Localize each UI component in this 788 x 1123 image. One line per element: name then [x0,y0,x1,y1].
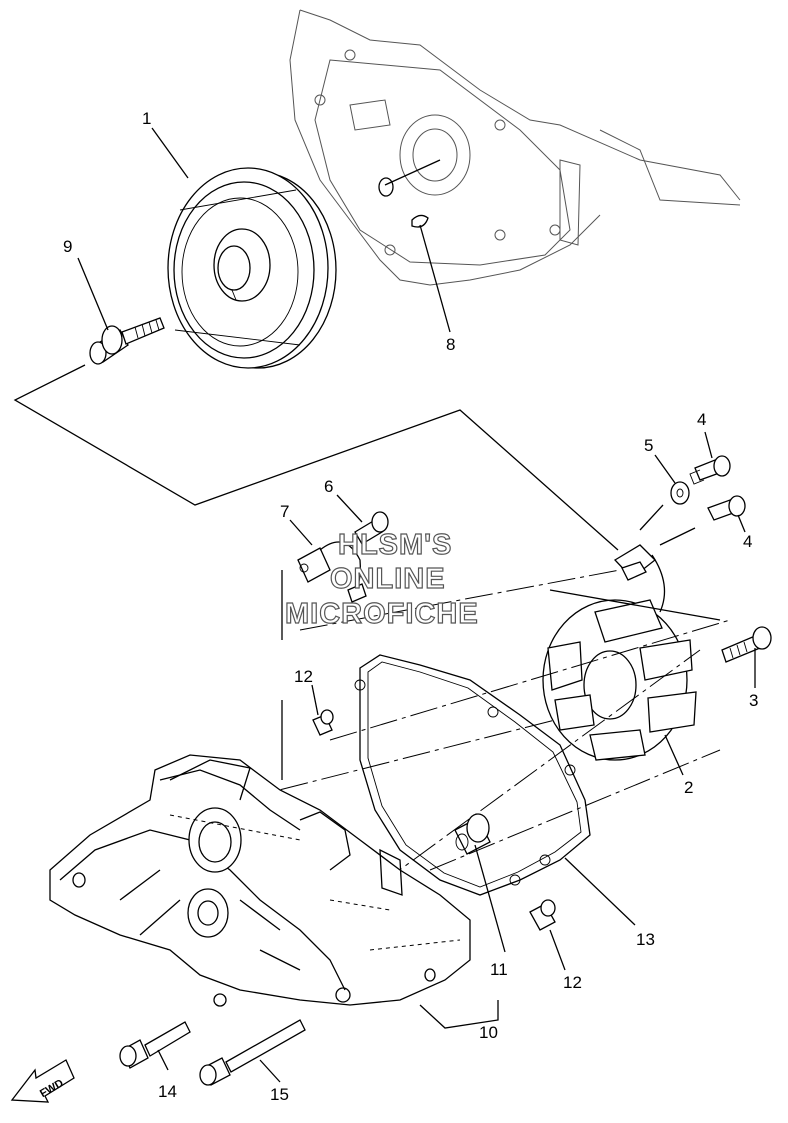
pickup-coil-7 [297,541,367,603]
callout-13: 13 [636,930,655,949]
callout-3: 3 [749,691,758,710]
callout-4-lower: 4 [743,532,752,551]
stator-connector [613,544,666,613]
stator-bolt-3 [721,626,772,663]
dowel-pin-upper [312,709,334,736]
bolt-4-lower [707,495,746,521]
callout-7: 7 [280,502,289,521]
callout-2: 2 [684,778,693,797]
watermark-line-2: ONLINE [330,563,446,595]
callout-1: 1 [142,109,151,128]
callout-15: 15 [270,1085,289,1104]
callout-numbers: 1 9 8 4 5 4 6 7 12 3 2 13 11 12 10 14 15 [63,109,758,1104]
callout-leaders [77,127,756,1083]
callout-9: 9 [63,237,72,256]
callout-5: 5 [644,436,653,455]
callout-11: 11 [490,960,508,979]
cover-bolt-14 [119,1021,191,1069]
watermark-line-1: HLSM'S [338,529,452,561]
callout-14: 14 [158,1082,177,1101]
callout-8: 8 [446,335,455,354]
fwd-direction-arrow: FWD [10,1059,75,1103]
collar-11 [454,813,491,855]
callout-12-lower: 12 [563,973,582,992]
leader-frame [13,364,619,551]
leader-8 [419,224,451,333]
callout-12-upper: 12 [294,667,313,686]
washer-5 [670,481,690,505]
flywheel-rotor [167,167,337,369]
cover-bolt-15 [199,1019,306,1086]
watermark-line-3: MICROFICHE [285,598,479,630]
gasket-13 [354,654,591,896]
engine-case [289,9,741,286]
assembly-axes [239,569,731,911]
crankcase-cover-10 [49,754,471,1007]
bolt-4-upper [689,455,731,485]
callout-4-upper: 4 [697,410,706,429]
callout-10: 10 [479,1023,498,1042]
bolt-6 [354,511,389,545]
watermark: HLSM'S ONLINE MICROFICHE [284,528,479,630]
callout-6: 6 [324,477,333,496]
stator-assembly [542,599,697,761]
flywheel-nut [89,317,165,365]
dowel-pin-lower [529,899,556,931]
